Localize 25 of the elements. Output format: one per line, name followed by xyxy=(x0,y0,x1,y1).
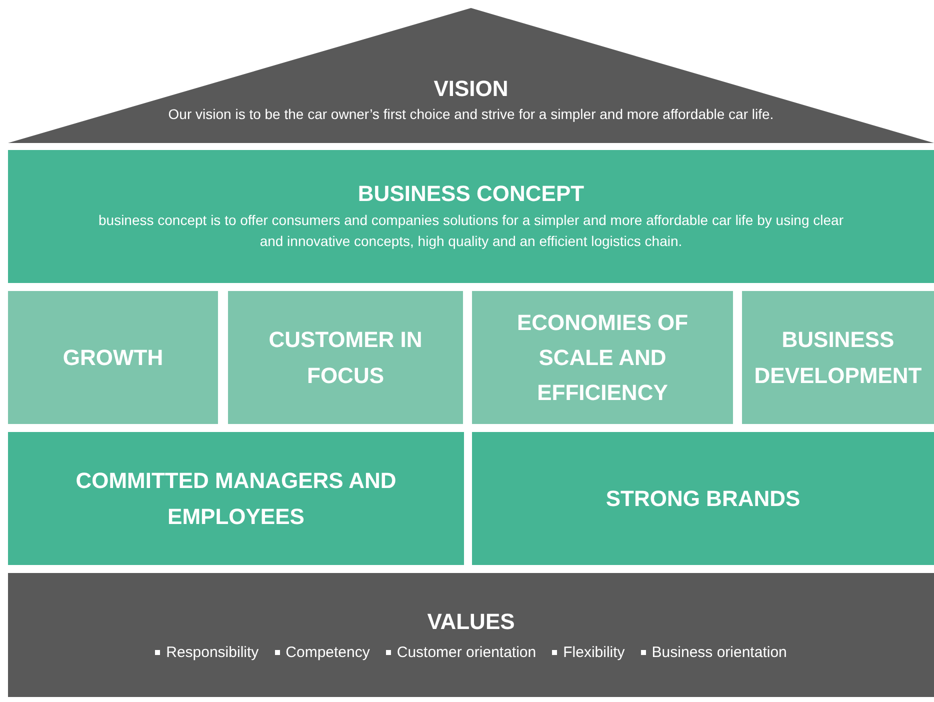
value-item: Flexibility xyxy=(552,644,625,661)
value-item: Competency xyxy=(274,644,370,661)
heading: BUSINESS CONCEPT xyxy=(358,181,584,208)
value-item: Business orientation xyxy=(640,644,787,661)
heading: BUSINESS DEVELOPMENT xyxy=(753,326,923,390)
vision-roof xyxy=(8,8,934,143)
heading: CUSTOMER IN FOCUS xyxy=(268,326,424,390)
heading: GROWTH xyxy=(62,344,164,372)
heading: ECONOMIES OF SCALE AND EFFICIENCY xyxy=(516,308,690,408)
pillar-block xyxy=(742,291,934,424)
heading: COMMITTED MANAGERS AND EMPLOYEES xyxy=(74,467,398,530)
heading: STRONG BRANDS xyxy=(604,484,802,513)
pillar-block xyxy=(8,291,218,424)
description: business concept is to offer consumers and companies solutions for a simpler and more affordable car life by using clear and innovative concepts, high quality and an efficient logistics chain. xyxy=(98,210,844,251)
pillar-block xyxy=(472,432,934,565)
heading: VALUES xyxy=(427,609,515,636)
values-band xyxy=(8,573,934,697)
value-item: Customer orientation xyxy=(386,644,536,661)
value-item: Responsibility xyxy=(155,644,259,661)
description: Our vision is to be the car owner’s first choice and strive for a simpler and more affordable car life. xyxy=(168,105,774,124)
concept-band xyxy=(8,150,934,283)
heading: VISION xyxy=(434,76,508,102)
pillar-block xyxy=(228,291,463,424)
pillar-block xyxy=(8,432,464,565)
pillar-block xyxy=(472,291,733,424)
